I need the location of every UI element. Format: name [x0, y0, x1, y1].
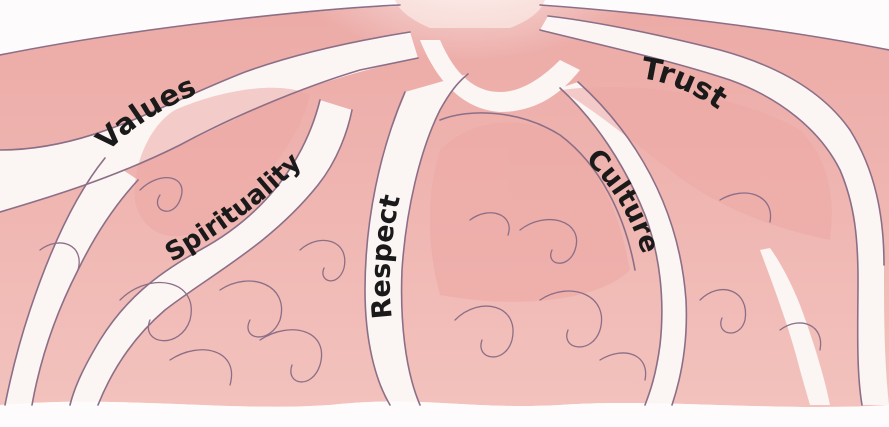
- roots-illustration: Values Spirituality Respect Culture Trus…: [0, 0, 889, 427]
- roots-diagram: Values Spirituality Respect Culture Trus…: [0, 0, 889, 427]
